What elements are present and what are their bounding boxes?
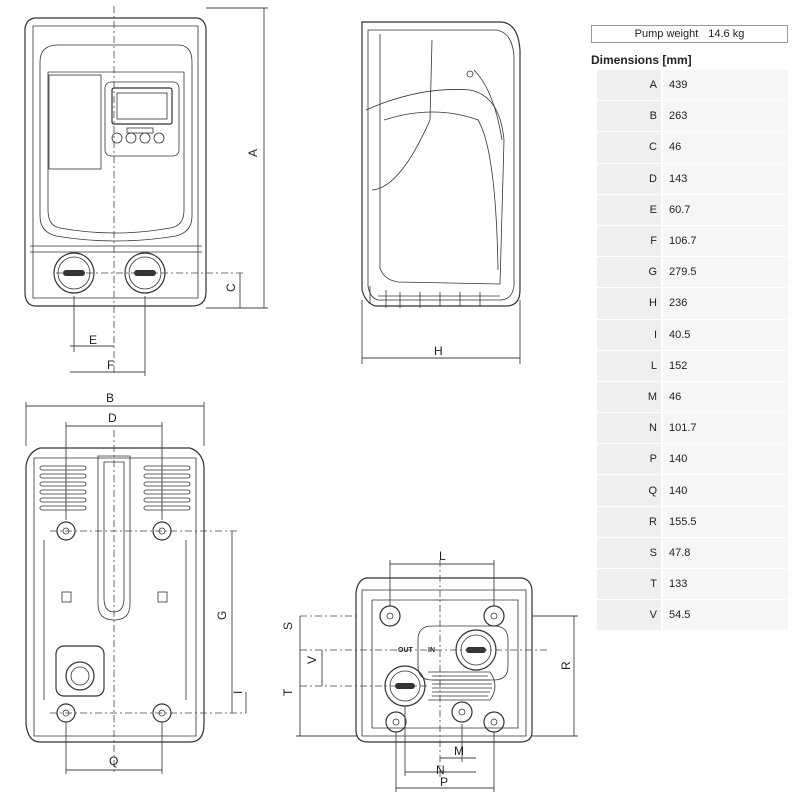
dim-label-i: I	[231, 691, 245, 694]
dim-label-a: A	[246, 149, 260, 157]
rear-vents-right	[143, 465, 191, 511]
dim-label-p: P	[440, 775, 448, 789]
label-plate	[48, 74, 102, 170]
dim-key: L	[597, 350, 661, 382]
dim-value: 143	[663, 163, 788, 195]
dim-label-c: C	[224, 283, 238, 292]
dim-key: D	[597, 163, 661, 195]
pump-weight-value: 14.6 kg	[708, 28, 745, 40]
dim-label-v: V	[305, 656, 319, 664]
dim-key: F	[597, 225, 661, 258]
dim-value: 152	[663, 350, 788, 382]
dim-key: I	[597, 319, 661, 351]
dim-value: 279.5	[663, 257, 788, 289]
rear-view: B D G I Q	[25, 391, 247, 774]
rear-vents-left	[39, 465, 87, 511]
control-buttons	[111, 127, 165, 144]
dim-value: 263	[663, 101, 788, 133]
side-view: H	[361, 21, 521, 364]
dim-key: R	[597, 506, 661, 538]
bottom-view: OUT IN L R S V T M N	[281, 549, 578, 792]
dim-key: T	[597, 569, 661, 601]
display-screen	[111, 87, 173, 125]
dim-label-m: M	[454, 744, 464, 758]
dim-label-n: N	[436, 763, 445, 777]
dim-key: B	[597, 101, 661, 133]
dim-key: H	[597, 288, 661, 320]
dim-key: E	[597, 194, 661, 226]
pump-weight-label: Pump weight	[634, 28, 699, 40]
dim-value: 46	[663, 381, 788, 414]
control-panel	[104, 81, 180, 157]
dim-key: N	[597, 413, 661, 445]
dimensions-title: Dimensions [mm]	[591, 53, 692, 67]
dim-label-e: E	[89, 333, 97, 347]
dim-value: 140	[663, 475, 788, 507]
dim-value: 236	[663, 288, 788, 320]
dim-key: Q	[597, 475, 661, 507]
dim-value: 101.7	[663, 413, 788, 445]
dim-label-q: Q	[109, 754, 118, 768]
dim-label-h: H	[434, 344, 443, 358]
dim-value: 47.8	[663, 537, 788, 569]
dim-label-d: D	[108, 411, 117, 425]
dim-label-g: G	[215, 611, 229, 620]
dim-value: 46	[663, 132, 788, 164]
dim-key: V	[597, 600, 661, 632]
port-label-in: IN	[428, 647, 435, 654]
dim-key: A	[597, 70, 661, 102]
dim-label-r: R	[559, 661, 573, 670]
dim-value: 106.7	[663, 225, 788, 258]
dim-key: P	[597, 444, 661, 476]
dim-value: 155.5	[663, 506, 788, 538]
dim-label-s: S	[281, 622, 295, 630]
dim-label-f: F	[107, 358, 114, 372]
dim-key: S	[597, 537, 661, 569]
dim-value: 40.5	[663, 319, 788, 351]
dim-value: 439	[663, 70, 788, 102]
dim-label-t: T	[281, 688, 295, 696]
port-label-out: OUT	[398, 647, 414, 654]
dim-label-l: L	[439, 549, 446, 563]
drain-port	[55, 645, 105, 697]
dim-value: 140	[663, 444, 788, 476]
dim-key: G	[597, 257, 661, 289]
dim-key: C	[597, 132, 661, 164]
dim-value: 133	[663, 569, 788, 601]
dim-key: M	[597, 381, 661, 414]
dim-label-b: B	[106, 391, 114, 405]
dim-value: 54.5	[663, 600, 788, 632]
dim-value: 60.7	[663, 194, 788, 226]
front-view: A C E F	[24, 6, 268, 376]
pump-weight-box: Pump weight 14.6 kg	[591, 25, 788, 43]
